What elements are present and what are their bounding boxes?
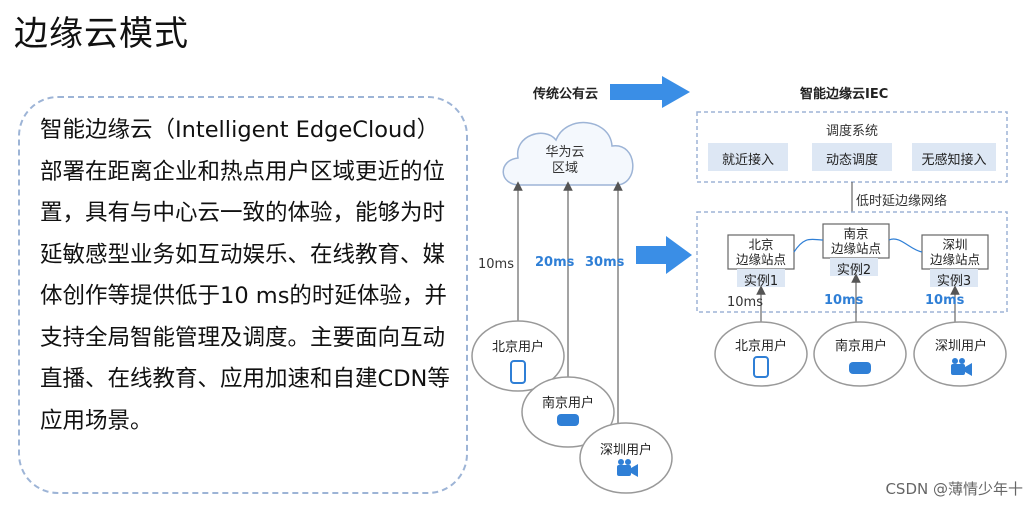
instance-box-2 [830,258,878,276]
instance-label-3: 实例3 [936,274,972,289]
scheduling-item-box-3 [912,143,996,171]
scheduling-item-2: 动态调度 [825,153,878,168]
vr-headset-icon [557,414,579,426]
edge-latency-label-3: 10ms [925,293,965,308]
user-ellipse-nanjing-left [521,376,615,448]
vr-headset-icon-right [849,362,871,374]
page-title: 边缘云模式 [14,14,189,54]
latency-label-2: 20ms [535,255,575,270]
description-text: 智能边缘云（Intelligent EdgeCloud）部署在距离企业和热点用户… [40,117,450,434]
user-label-nanjing-left: 南京用户 [542,396,595,411]
traditional-cloud-header: 传统公有云 [533,87,599,102]
user-ellipse-beijing-left [471,320,565,392]
middle-flow-arrow [636,236,692,274]
edge-network-link [793,238,923,253]
edge-site-box-beijing [727,234,795,270]
user-ellipse-shenzhen-left [579,422,673,494]
user-ellipse-nanjing-right [813,321,907,387]
edge-site-nanjing: 南京 边缘站点 [830,226,881,256]
instance-box-3 [930,269,978,287]
latency-label-1: 10ms [478,257,514,272]
edge-latency-label-2: 10ms [824,293,864,308]
description-box [18,96,468,494]
user-label-beijing-right: 北京用户 [735,339,788,354]
scheduling-title: 调度系统 [826,124,879,139]
video-camera-icon-right [951,358,972,376]
edge-site-beijing: 北京 边缘站点 [735,237,786,267]
edge-site-box-shenzhen [921,234,989,270]
edge-site-shenzhen: 深圳 边缘站点 [929,237,980,267]
video-camera-icon [617,459,638,477]
scheduling-item-box-2 [812,143,892,171]
iec-header: 智能边缘云IEC [800,87,889,102]
user-label-nanjing-right: 南京用户 [835,339,888,354]
phone-icon [510,360,526,384]
user-label-beijing-left: 北京用户 [492,340,545,355]
instance-box-1 [737,269,785,287]
watermark: CSDN @薄情少年十 [885,480,1023,498]
instance-label-1: 实例1 [743,274,779,289]
user-label-shenzhen-right: 深圳用户 [935,339,988,354]
cloud-icon [502,121,634,186]
phone-icon-right [753,356,769,378]
instance-label-2: 实例2 [836,263,872,278]
edge-site-box-nanjing [822,223,890,259]
top-flow-arrow [610,76,690,108]
user-ellipse-shenzhen-right [913,321,1007,387]
scheduling-item-box-1 [708,143,788,171]
scheduling-item-3: 无感知接入 [921,153,987,168]
network-label: 低时延边缘网络 [856,194,948,209]
cloud-label: 华为云 区域 [545,145,585,176]
scheduling-item-1: 就近接入 [721,153,774,168]
latency-label-3: 30ms [585,255,625,270]
user-ellipse-beijing-right [714,321,808,387]
edge-latency-label-1: 10ms [727,295,763,310]
user-label-shenzhen-left: 深圳用户 [600,443,653,458]
